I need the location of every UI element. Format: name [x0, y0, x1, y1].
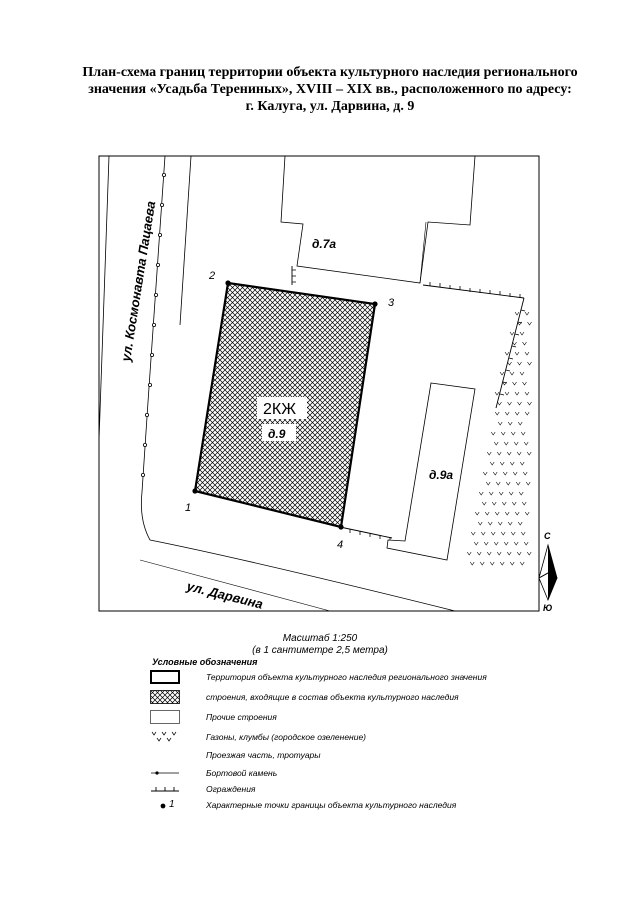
legend-item-hatch: строения, входящие в состав объекта куль…	[150, 690, 570, 706]
main-code-bg	[257, 397, 307, 419]
fence-lines	[291, 266, 526, 541]
legend-point-label: 1	[169, 799, 175, 810]
other-building-symbol-icon	[150, 710, 180, 724]
north-arrow-icon	[538, 543, 558, 602]
street-edge-darvina-top	[149, 539, 456, 611]
legend-text-point: Характерные точки границы объекта культу…	[206, 800, 457, 810]
boundary-symbol-icon	[150, 670, 180, 684]
building-7a-outline	[280, 156, 476, 284]
main-building-code: 2КЖ	[263, 401, 296, 418]
point-symbol-icon	[160, 803, 166, 809]
title-line-1: План-схема границ территории объекта кул…	[82, 65, 578, 80]
legend-item-point: 1 Характерные точки границы объекта куль…	[150, 798, 570, 814]
legend-text-curb: Бортовой камень	[206, 768, 278, 778]
boundary-point-3	[372, 301, 378, 307]
road-symbol-icon	[150, 748, 180, 762]
scale-line-2: (в 1 сантиметре 2,5 метра)	[252, 645, 388, 656]
building-7a-inner-line	[419, 221, 427, 284]
fence-symbol-icon	[151, 787, 179, 792]
street-label-darvina: ул. Дарвина	[184, 578, 264, 612]
curb-line-kosmonavta	[140, 156, 166, 541]
street-edge-darvina	[139, 559, 331, 611]
scale-line-1: Масштаб 1:250	[282, 633, 358, 644]
legend-text-lawn: Газоны, клумбы (городское озеленение)	[206, 732, 367, 742]
building-label-7a: д.7а	[312, 237, 336, 251]
map-title: План-схема границ территории объекта кул…	[40, 64, 620, 115]
main-building-label: д.9	[268, 427, 286, 441]
lawn-area	[466, 311, 532, 566]
street-edge-left	[99, 156, 110, 441]
point-label-2: 2	[208, 270, 215, 282]
boundary-point-4	[338, 524, 344, 530]
building-label-9a: д.9а	[429, 468, 453, 482]
boundary-point-1	[192, 488, 198, 494]
compass-south-label: Ю	[543, 603, 552, 613]
legend-item-fence: Ограждения	[150, 782, 570, 798]
building-9a-outline	[386, 382, 476, 561]
curb-ticks	[140, 172, 166, 477]
point-label-4: 4	[337, 539, 343, 551]
boundary-point-2	[225, 280, 231, 286]
legend-item-curb: Бортовой камень	[150, 766, 570, 782]
lawn-symbol-icon	[151, 731, 177, 742]
boundary-points	[192, 280, 378, 530]
curb-symbol-icon	[151, 771, 179, 775]
legend-item-boundary: Территория объекта культурного наследия …	[150, 670, 570, 686]
title-line-2: значения «Усадьба Терениных», XVIII – XI…	[88, 82, 572, 97]
legend-item-lawn: Газоны, клумбы (городское озеленение)	[150, 730, 570, 746]
point-label-1: 1	[185, 502, 191, 514]
legend-heading: Условные обозначения	[152, 657, 258, 667]
hatch-symbol-icon	[150, 690, 180, 704]
legend-item-road: Проезжая часть, тротуары	[150, 748, 570, 764]
legend-text-fence: Ограждения	[206, 784, 256, 794]
legend-text-road: Проезжая часть, тротуары	[206, 750, 321, 760]
title-line-3: г. Калуга, ул. Дарвина, д. 9	[245, 99, 415, 114]
point-label-3: 3	[388, 297, 395, 309]
main-label-bg	[262, 424, 296, 441]
legend-text-hatch: строения, входящие в состав объекта куль…	[206, 692, 459, 702]
legend-text-other: Прочие строения	[206, 712, 277, 722]
map-frame	[98, 155, 540, 612]
street-edge-right	[179, 156, 192, 326]
legend-item-other: Прочие строения	[150, 710, 570, 726]
compass-north-label: С	[544, 531, 551, 541]
legend-text-boundary: Территория объекта культурного наследия …	[206, 672, 487, 682]
